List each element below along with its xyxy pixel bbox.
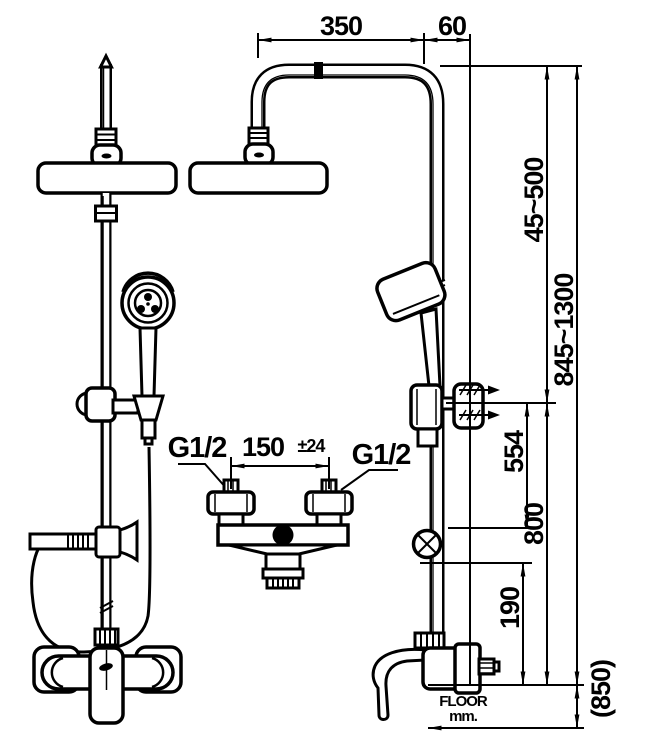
thread-right-label: G1/2 (352, 439, 411, 471)
thread-leader-left (178, 463, 228, 490)
side-handshower-handle (419, 307, 442, 388)
pipe-joint-mark (314, 62, 323, 79)
valve-hub (272, 524, 294, 546)
dim-150-tolerance-label: ±24 (298, 436, 326, 456)
dim-800-label: 800 (519, 503, 549, 545)
dim-45-500-label: 45~500 (519, 158, 549, 243)
dim-850-label: (850) (586, 660, 616, 718)
handshower-holder-arc (121, 271, 175, 293)
front-rain-showerhead (36, 161, 178, 195)
side-handshower-head (375, 260, 447, 323)
handshower-handle (138, 326, 158, 398)
dim-150-label: 150 (242, 432, 284, 462)
dim-845-1300-label: 845~1300 (549, 274, 579, 387)
wall-screw-bottom (459, 409, 500, 421)
mixer-valve-detail (178, 463, 398, 590)
thread-left-label: G1/2 (168, 432, 227, 464)
front-view-shower-column (28, 52, 183, 725)
front-slider-bracket (84, 386, 117, 423)
diverter-stem (28, 532, 98, 551)
dim-554-label: 554 (499, 430, 529, 473)
dim-350-label: 350 (320, 11, 362, 41)
front-connector-nut (94, 127, 118, 147)
dimension-labels: 350 60 45~500 845~1300 554 800 190 (850)… (168, 11, 616, 725)
wall-anchor-bolt (477, 657, 496, 676)
dim-190-label: 190 (495, 587, 525, 629)
brand-mark (99, 663, 113, 671)
side-view-shower-column (188, 62, 501, 721)
thread-leader-right (340, 469, 398, 491)
diverter-body (94, 525, 122, 559)
dim-60-label: 60 (438, 11, 466, 41)
side-rain-showerhead (188, 161, 329, 195)
side-slider-bracket (409, 383, 444, 431)
mixer-lever-handle (371, 647, 428, 721)
floor-unit-label: mm. (449, 708, 478, 725)
side-connector-nut (247, 126, 270, 146)
valve-spout (264, 552, 302, 571)
dimension-lines (230, 33, 584, 731)
handshower-cone (132, 394, 165, 422)
diverter-knob (118, 519, 139, 563)
floor-label: FLOOR (439, 693, 488, 710)
front-pipe-tip (98, 52, 114, 69)
